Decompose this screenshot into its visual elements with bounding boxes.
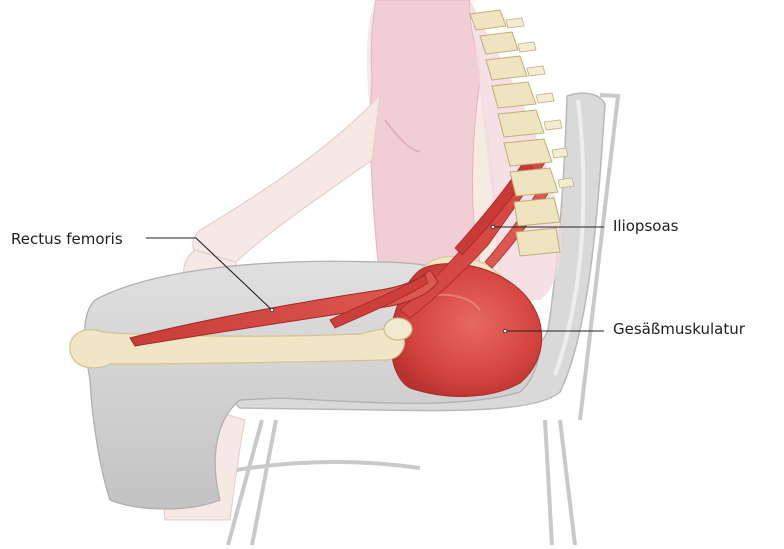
label-gluteal-muscles: Gesäßmuskulatur [613,320,745,338]
shirt [370,0,480,270]
femoral-head [384,318,412,340]
label-iliopsoas: Iliopsoas [613,217,678,235]
label-rectus-femoris: Rectus femoris [11,230,123,248]
arm [193,95,380,262]
